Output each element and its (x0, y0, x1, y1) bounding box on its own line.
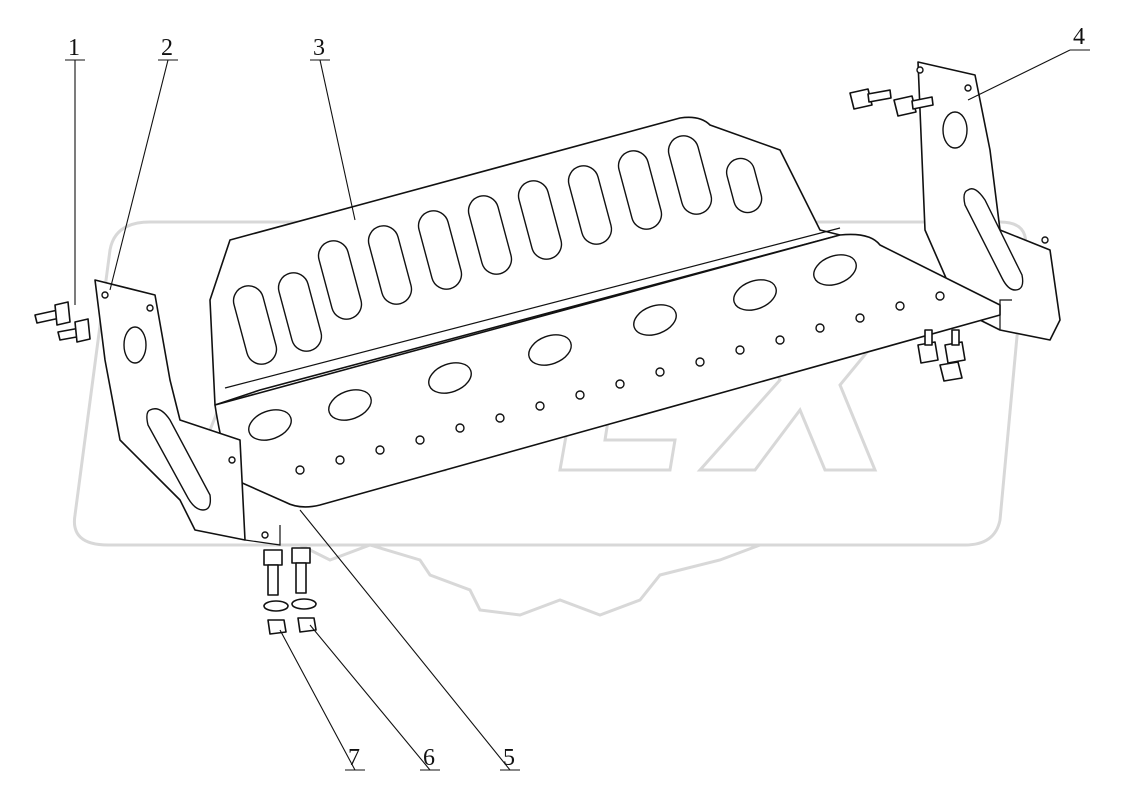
callout-5: 5 (503, 745, 515, 771)
callout-3: 3 (313, 35, 325, 61)
right-bracket (916, 61, 1061, 341)
bolts-left (34, 301, 91, 343)
slotted-guard-panel (209, 116, 841, 406)
left-bracket (94, 279, 281, 546)
bolts-right (849, 88, 934, 117)
callout-2: 2 (161, 35, 173, 61)
bottom-nuts (267, 617, 317, 635)
bottom-bolts (263, 547, 311, 596)
callout-4: 4 (1073, 24, 1085, 50)
leader-lines (65, 49, 1090, 771)
callout-7: 7 (348, 745, 360, 771)
callout-1: 1 (68, 35, 80, 61)
bottom-washers (263, 598, 317, 612)
fasteners-right-bottom (917, 329, 966, 382)
callout-labels: 1 2 3 4 5 6 7 (68, 24, 1085, 771)
callout-6: 6 (423, 745, 435, 771)
skid-plate-tray (214, 233, 1001, 508)
